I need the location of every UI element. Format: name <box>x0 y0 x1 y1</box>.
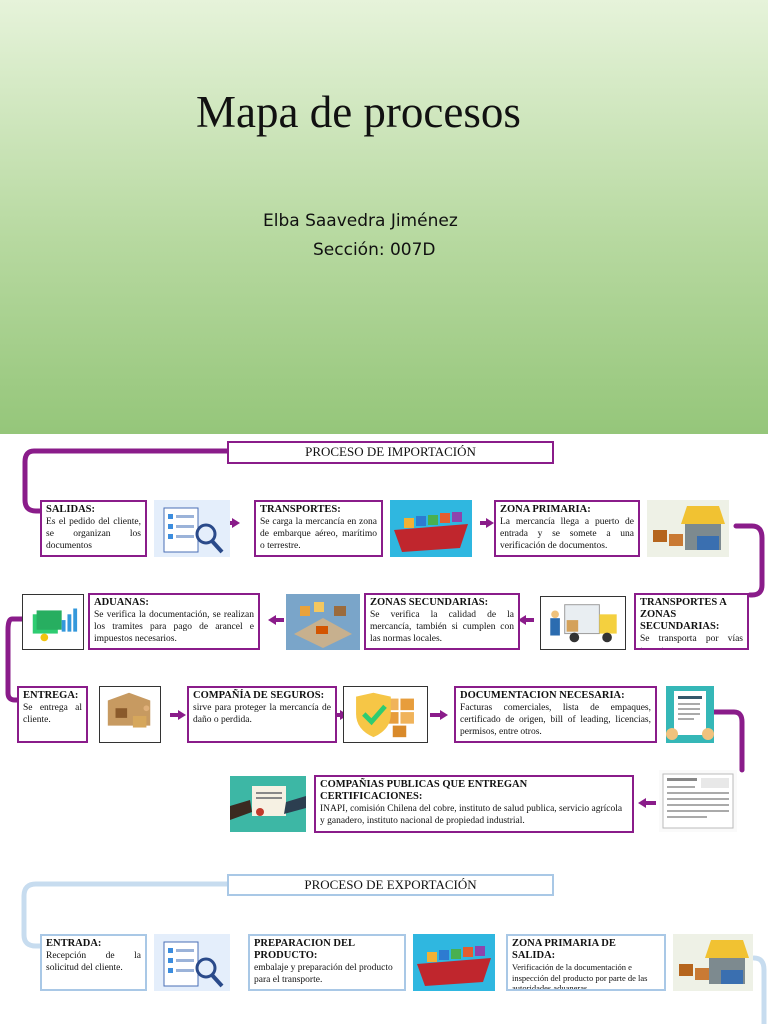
step-text: Recepción de la solicitud del cliente. <box>46 951 141 973</box>
step-heading: SALIDAS: <box>46 504 96 515</box>
certificate-handover-image <box>230 776 306 832</box>
step-text: Se entrega al cliente. <box>23 703 82 725</box>
document-checklist-image <box>154 500 230 557</box>
step-heading: DOCUMENTACION NECESARIA: <box>460 690 625 701</box>
step-text: Se carga la mercancía en zona de embarqu… <box>260 517 377 551</box>
warehouse-truck-image <box>647 500 729 557</box>
cargo-ship-image <box>413 934 495 991</box>
step-text: Es el pedido del cliente, se organizan l… <box>46 517 141 551</box>
shield-boxes-image <box>343 686 428 743</box>
step-text: INAPI, comisión Chilena del cobre, insti… <box>320 804 623 826</box>
step-heading: COMPAÑÍA DE SEGUROS: <box>193 690 325 701</box>
step-aduanas: ADUANAS: Se verifica la documentación, s… <box>88 593 260 650</box>
step-compania-seguros: COMPAÑÍA DE SEGUROS: sirve para proteger… <box>187 686 337 743</box>
export-banner: PROCESO DE EXPORTACIÓN <box>227 874 554 896</box>
step-heading: ZONAS SECUNDARIAS: <box>370 597 489 608</box>
step-preparacion-producto: PREPARACION DEL PRODUCTO: embalaje y pre… <box>248 934 406 991</box>
step-heading: ZONA PRIMARIA DE SALIDA: <box>512 938 616 961</box>
step-heading: ENTRADA: <box>46 938 102 949</box>
step-heading: ENTREGA: <box>23 690 79 701</box>
step-entrega: ENTREGA: Se entrega al cliente. <box>17 686 88 743</box>
step-heading: TRANSPORTES A ZONAS SECUNDARIAS: <box>640 597 727 632</box>
step-heading: TRANSPORTES: <box>260 504 341 515</box>
step-text: Se verifica la documentación, se realiza… <box>94 610 254 644</box>
title-slide: Mapa de procesos Elba Saavedra Jiménez S… <box>0 0 768 434</box>
step-zona-primaria: ZONA PRIMARIA: La mercancía llega a puer… <box>494 500 640 557</box>
step-text: La mercancía llega a puerto de entrada y… <box>500 517 634 551</box>
step-zonas-secundarias: ZONAS SECUNDARIAS: Se verifica la calida… <box>364 593 520 650</box>
warehouse-truck-image <box>673 934 753 991</box>
warehouse-delivery-image <box>99 686 161 743</box>
finance-chart-image <box>22 594 84 650</box>
section-label: Sección: 007D <box>313 240 436 260</box>
step-heading: COMPAÑIAS PUBLICAS QUE ENTREGAN CERTIFIC… <box>320 779 528 802</box>
document-checklist-image <box>154 934 230 991</box>
step-transportes: TRANSPORTES: Se carga la mercancía en zo… <box>254 500 383 557</box>
step-entrada: ENTRADA: Recepción de la solicitud del c… <box>40 934 147 991</box>
delivery-truck-image <box>540 596 626 650</box>
import-banner: PROCESO DE IMPORTACIÓN <box>227 441 554 464</box>
step-documentacion-necesaria: DOCUMENTACION NECESARIA: Facturas comerc… <box>454 686 657 743</box>
step-text: sirve para proteger la mercancía de daño… <box>193 703 331 725</box>
step-text: Verificación de la documentación e inspe… <box>512 962 648 991</box>
import-license-image <box>666 686 714 743</box>
step-salidas: SALIDAS: Es el pedido del cliente, se or… <box>40 500 147 557</box>
step-companias-publicas: COMPAÑIAS PUBLICAS QUE ENTREGAN CERTIFIC… <box>314 775 634 833</box>
author-name: Elba Saavedra Jiménez <box>263 211 458 231</box>
form-document-image <box>659 770 737 832</box>
step-heading: ADUANAS: <box>94 597 149 608</box>
step-text: Se verifica la calidad de la mercancía, … <box>370 610 514 644</box>
cargo-ship-image <box>390 500 472 557</box>
step-heading: PREPARACION DEL PRODUCTO: <box>254 938 355 961</box>
step-text: embalaje y preparación del producto para… <box>254 963 393 985</box>
step-text: Se transporta por vías terrestres. <box>640 634 743 648</box>
step-transportes-zonas-secundarias: TRANSPORTES A ZONAS SECUNDARIAS: Se tran… <box>634 593 749 650</box>
step-text: Facturas comerciales, lista de empaques,… <box>460 703 651 737</box>
step-heading: ZONA PRIMARIA: <box>500 504 591 515</box>
slide-title: Mapa de procesos <box>196 87 521 137</box>
step-zona-primaria-salida: ZONA PRIMARIA DE SALIDA: Verificación de… <box>506 934 666 991</box>
logistics-center-image <box>286 594 360 650</box>
